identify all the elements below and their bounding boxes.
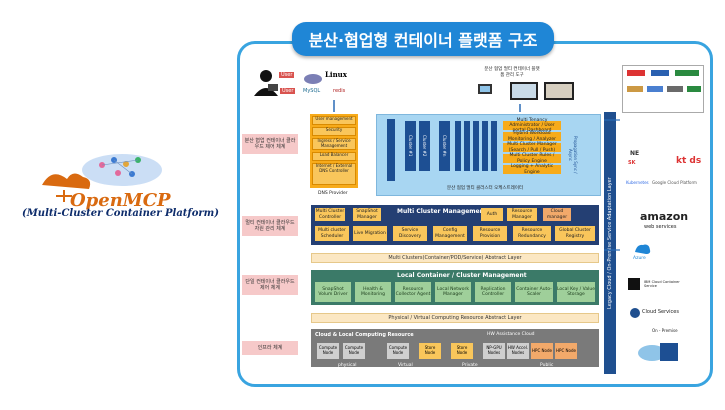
resource-collector: Resource Collector Agent — [395, 282, 431, 302]
user-management-box: User management — [312, 116, 356, 125]
hpc-node-2: HPC Node — [555, 343, 577, 359]
cluster-label-2: Cluster #2 — [419, 121, 430, 171]
container-autoscaler: Container Auto-Scaler — [515, 282, 553, 302]
aws-logo: web services — [644, 224, 677, 230]
onpremise-icon — [636, 337, 682, 363]
gpu-nodes: NP-GPU Nodes — [483, 343, 505, 359]
azure-icon — [633, 240, 651, 256]
live-migration: Live Migration — [353, 226, 387, 241]
redis-logo: redis — [333, 88, 346, 94]
monitoring-box: Hybrid Workload Monitoring / Analyzer — [503, 131, 561, 142]
policy-engine-box: Multi Cluster Rules / Policy Engine — [503, 153, 561, 164]
lane-label-3: 단일 컨테이너 클라우드 제어 체계 — [242, 275, 298, 295]
partner-logos — [622, 65, 704, 113]
abstract-layer-2: Physical / Virtual Computing Resource Ab… — [311, 313, 599, 323]
linux-logo: Linux — [325, 70, 347, 79]
compute-node-1: Compute Node — [317, 343, 339, 359]
auth-box: Auth — [481, 208, 503, 221]
store-node-1: Store Node — [419, 343, 441, 359]
cluster-bar-6 — [491, 121, 497, 171]
lane-label-4: 인프라 체계 — [242, 341, 298, 355]
config-management: Config Management — [433, 226, 467, 241]
cluster-bar-2 — [455, 121, 461, 171]
logo-subtitle: (Multi-Cluster Container Platform) — [22, 208, 219, 219]
footer-virtual: Virtual — [398, 363, 413, 368]
openmcp-logo — [22, 140, 232, 230]
dashboard-caption: 분산 협업 멀티 컨테이너 플랫폼 관리 도구 — [484, 67, 540, 78]
multi-cluster-management-panel: Multi Cluster Management Multi Cluster C… — [311, 205, 599, 245]
cluster-bar-5 — [482, 121, 488, 171]
php-icon — [303, 70, 323, 89]
resource-redundancy: Resource Redundancy — [513, 226, 551, 241]
orchestration-caption: 분산 협업 멀티 클러스터 오케스트레이터 — [447, 186, 524, 191]
resource-provision: Resource Provision — [473, 226, 507, 241]
ingress-stack: User management Security Ingress / Servi… — [310, 114, 358, 188]
ibm-logo: IBM Cloud Container Service — [644, 280, 680, 288]
cluster-bar-3 — [464, 121, 470, 171]
logging-box: Logging + Analytic Engine — [503, 164, 561, 175]
dashboard-monitors — [470, 80, 590, 106]
footer-public: Public — [540, 363, 554, 368]
google-cloud-logo: Google Cloud Platform — [652, 180, 697, 185]
hw-title: HW Assistance Cloud — [487, 332, 535, 337]
kubernetes-logo: Kubernetes — [626, 180, 649, 185]
orchestrator-panel: Cluster #1 Cluster #2 Cluster #n Multi T… — [376, 114, 601, 196]
cluster-label-n: Cluster #n — [439, 121, 450, 171]
user-badge: User — [279, 72, 295, 78]
amazon-logo: amazon — [640, 210, 689, 223]
ibm-icon — [628, 278, 640, 290]
compute-resource-panel: Cloud & Local Computing Resource HW Assi… — [311, 329, 599, 367]
hpc-node-1: HPC Node — [531, 343, 553, 359]
cluster-bar-4 — [473, 121, 479, 171]
lane-label-2: 멀티 컨테이너 클라우드 자원 관리 체계 — [242, 216, 298, 236]
logo-name: OpenMCP — [70, 190, 171, 211]
page-title: 분산·협업형 컨테이너 플랫폼 구조 — [292, 22, 554, 56]
ingress-box: Ingress / Service Management — [312, 138, 356, 150]
dns-controller-box: Internet / External DNS Controller — [312, 163, 356, 185]
service-discovery: Service Discovery — [393, 226, 427, 241]
hw-accel-nodes: HW Accel. Nodes — [507, 343, 529, 359]
mysql-logo: MySQL — [303, 88, 321, 94]
resource-manager: Resource Manager — [507, 208, 537, 221]
load-balancer-box: Load Balancer — [312, 152, 356, 161]
user-icon — [252, 68, 280, 100]
store-node-2: Store Node — [451, 343, 473, 359]
global-registry: Global Cluster Registry — [555, 226, 595, 241]
sk-logo: SK — [628, 160, 636, 166]
onpremise-label: On - Premise — [652, 328, 678, 333]
cloud-manager: Cloud manager — [543, 208, 571, 221]
local-network-manager: Local Network Manager — [435, 282, 471, 302]
lane-label-1: 분산 협업 컨테이너 클라우드 제어 체계 — [242, 134, 298, 154]
propagation-label: Propagation Sync / Async — [568, 136, 578, 174]
local-container-panel: Local Container / Cluster Management Sna… — [311, 270, 599, 305]
footer-physical: physical — [338, 363, 357, 368]
cluster-bar — [387, 119, 395, 181]
cloud-network-icon — [42, 154, 162, 202]
security-box: Security — [312, 127, 356, 136]
replication-controller: Replication Controller — [475, 282, 511, 302]
mc-controller: Multi Cluster Controller — [315, 208, 345, 221]
kt-logo: kt ds — [676, 156, 702, 166]
compute-title: Cloud & Local Computing Resource — [315, 332, 414, 338]
cluster-label-1: Cluster #1 — [405, 121, 416, 171]
multi-cluster-manager-box: Multi Cluster Manager (Search / Pull / P… — [503, 142, 561, 153]
compute-node-3: Compute Node — [387, 343, 409, 359]
health-monitoring: Health & Monitoring — [355, 282, 391, 302]
snapshot-volume-driver: SnapShot Volum Driver — [315, 282, 351, 302]
local-title: Local Container / Cluster Management — [397, 272, 527, 279]
mc-scheduler: Multi cluster Scheduler — [315, 226, 349, 241]
azure-logo: Azure — [633, 256, 646, 261]
mgmt-title: Multi Cluster Management — [397, 208, 487, 215]
footer-private: Private — [462, 363, 478, 368]
compute-node-2: Compute Node — [343, 343, 365, 359]
dns-provider: DNS Provider — [318, 191, 348, 196]
local-kv-storage: Local Key / Value Storage — [557, 282, 595, 302]
abstract-layer-1: Multi Clusters(Container/POD/Service) Ab… — [311, 253, 599, 263]
hp-icon — [630, 308, 640, 318]
naver-logo: NE — [630, 150, 640, 157]
user-badge-2: User — [280, 88, 296, 94]
snapshot-manager: SnapShot Manager — [353, 208, 381, 221]
hp-cloud-logo: Cloud Services — [642, 309, 679, 315]
